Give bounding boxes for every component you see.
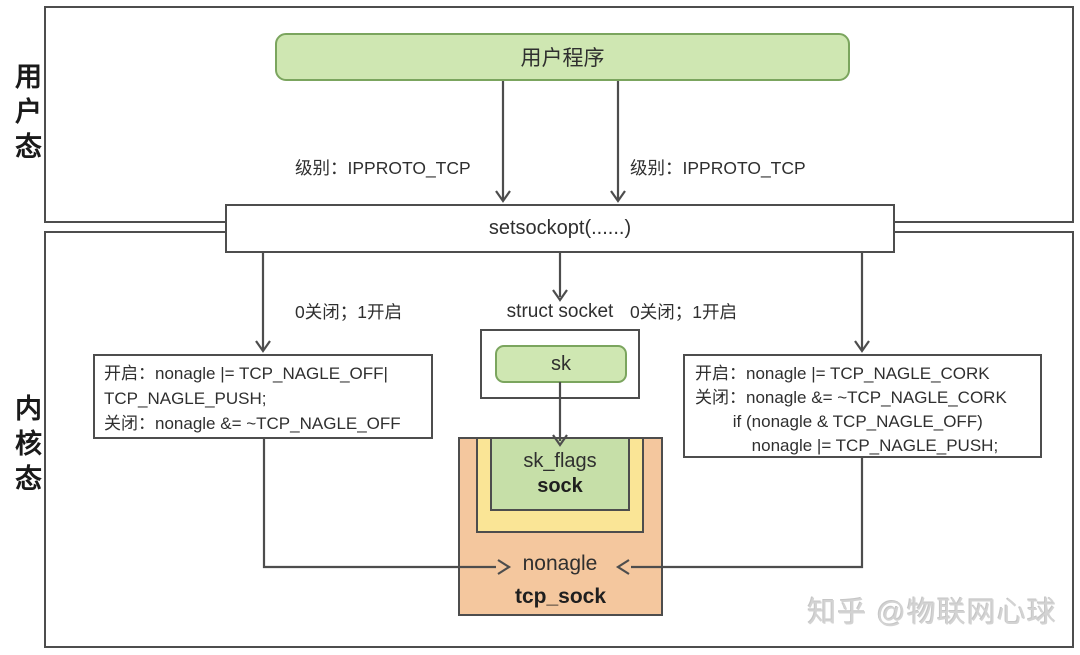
struct-socket-title: struct socket xyxy=(506,301,614,322)
sk-flags-label: sk_flags xyxy=(523,450,597,472)
user-program-label: 用户程序 xyxy=(520,47,605,70)
code-line: TCP_NAGLE_PUSH; xyxy=(104,389,267,408)
sk-label: sk xyxy=(551,352,571,375)
kernel-mode-label: 内核态 xyxy=(11,394,41,499)
setsockopt-label: setsockopt(......) xyxy=(488,217,632,239)
sock-label: sock xyxy=(537,475,583,497)
setsockopt-box: setsockopt(......) xyxy=(225,204,895,253)
user-program-box: 用户程序 xyxy=(275,33,850,81)
code-line: nonagle |= TCP_NAGLE_PUSH; xyxy=(695,436,999,455)
nonagle-field-label: nonagle xyxy=(522,552,598,575)
user-mode-label: 用户态 xyxy=(11,62,41,167)
param-line: 级别：IPPROTO_TCP xyxy=(295,158,471,178)
code-line: if (nonagle & TCP_NAGLE_OFF) xyxy=(695,412,983,431)
struct-socket-box: sk xyxy=(480,329,640,399)
param-line: 0关闭；1开启 xyxy=(630,302,737,322)
watermark-text: 知乎 @物联网心球 xyxy=(807,597,1057,629)
code-line: 开启：nonagle |= TCP_NAGLE_CORK xyxy=(695,364,990,383)
nodelay-kernel-code-box: 开启：nonagle |= TCP_NAGLE_OFF| TCP_NAGLE_P… xyxy=(93,354,433,439)
cork-kernel-code-box: 开启：nonagle |= TCP_NAGLE_CORK 关闭：nonagle … xyxy=(683,354,1042,458)
sk-box: sk xyxy=(495,345,627,383)
param-line: 级别：IPPROTO_TCP xyxy=(630,158,806,178)
code-line: 关闭：nonagle &= ~TCP_NAGLE_OFF xyxy=(104,414,401,433)
sock-box: sk_flags sock xyxy=(490,437,630,511)
code-line: 关闭：nonagle &= ~TCP_NAGLE_CORK xyxy=(695,388,1007,407)
tcp-sock-label: tcp_sock xyxy=(514,585,607,608)
code-line: 开启：nonagle |= TCP_NAGLE_OFF| xyxy=(104,364,388,383)
param-line: 0关闭；1开启 xyxy=(295,302,402,322)
